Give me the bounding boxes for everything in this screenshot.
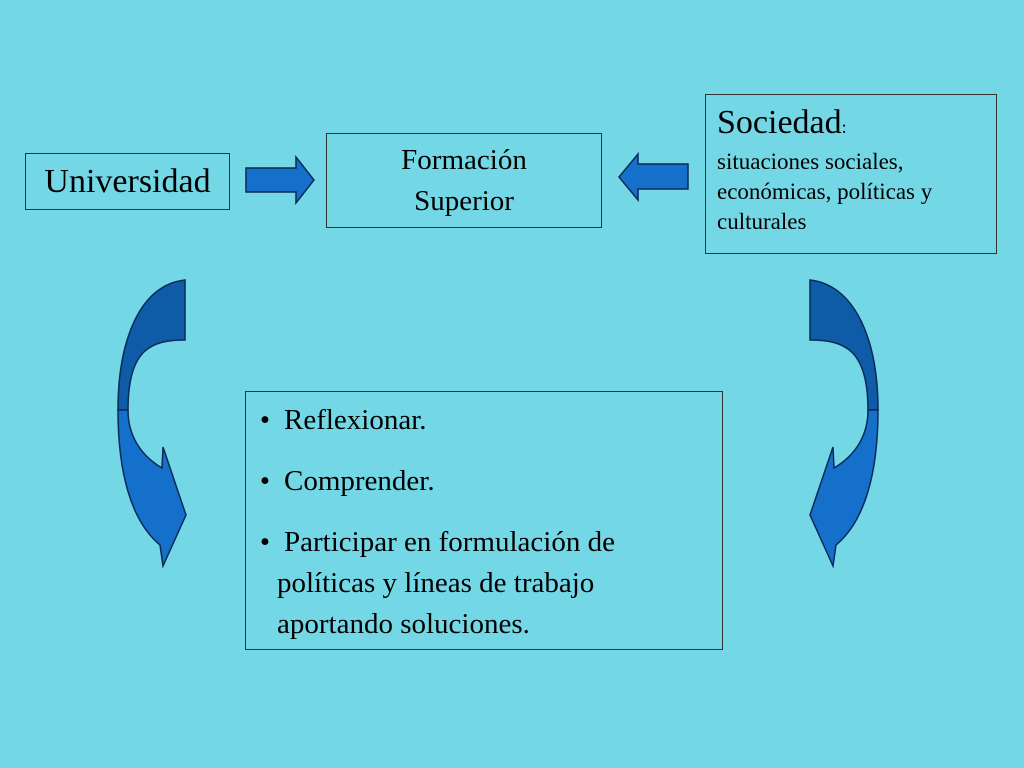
list-item: • Reflexionar. [246, 400, 712, 441]
list-item-text: Participar en formulación de políticas y… [277, 526, 615, 640]
arrow-sociedad-to-formacion [618, 151, 689, 203]
bullet-icon: • [259, 404, 271, 436]
curved-arrow-right [809, 279, 879, 569]
node-universidad: Universidad [25, 153, 230, 210]
node-formacion-superior: Formación Superior [326, 133, 602, 228]
list-item: • Comprender. [246, 461, 712, 502]
list-item-text: Reflexionar. [284, 404, 427, 436]
node-formacion-label-line1: Formación [401, 143, 527, 176]
node-sociedad-title: Sociedad [717, 104, 842, 141]
node-universidad-label: Universidad [44, 162, 211, 200]
acciones-list: • Reflexionar. • Comprender. • Participa… [246, 400, 712, 645]
arrow-universidad-to-formacion [245, 154, 315, 206]
curved-arrow-left [117, 279, 187, 569]
node-acciones: • Reflexionar. • Comprender. • Participa… [245, 391, 723, 650]
node-sociedad-title-row: Sociedad: [717, 103, 986, 147]
list-item: • Participar en formulación de políticas… [246, 522, 712, 645]
node-sociedad: Sociedad: situaciones sociales, económic… [705, 94, 997, 254]
bullet-icon: • [259, 526, 271, 558]
node-formacion-label-line2: Superior [414, 184, 514, 217]
node-sociedad-colon: : [841, 117, 847, 137]
node-sociedad-description: situaciones sociales, económicas, políti… [717, 149, 933, 234]
bullet-icon: • [259, 465, 271, 497]
list-item-text: Comprender. [284, 465, 435, 497]
